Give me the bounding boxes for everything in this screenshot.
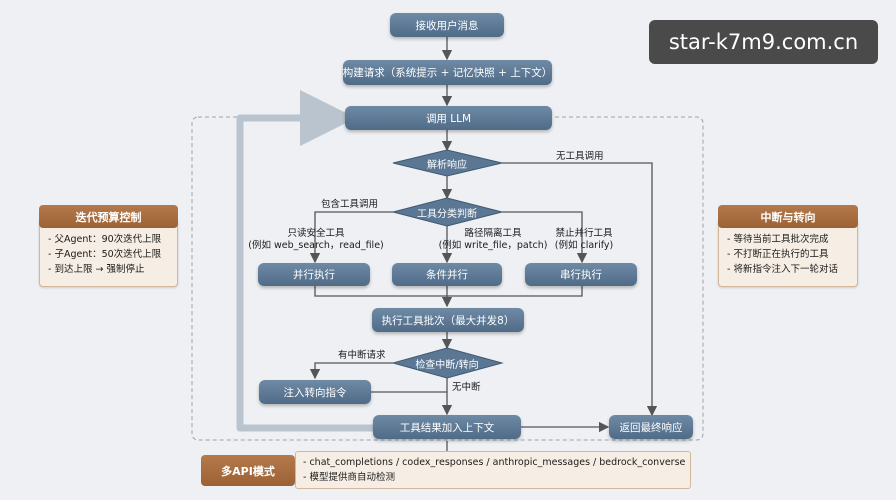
panel-item: - 父Agent：90次迭代上限: [48, 234, 162, 245]
panel-iteration-budget-title: 迭代预算控制: [39, 205, 178, 228]
node-conditional: 条件并行: [392, 263, 502, 286]
arrow-no-tool: [502, 162, 658, 417]
diamond-check: [391, 347, 504, 379]
label-path-tool: 路径隔离工具 (例如 write_file，patch): [438, 228, 548, 251]
panel-interrupt: - 等待当前工具批次完成 - 不打断正在执行的工具 - 将新指令注入下一轮对话: [718, 217, 858, 287]
panel-item: - 等待当前工具批次完成: [727, 234, 829, 245]
node-call-llm: 调用 LLM: [345, 106, 552, 130]
node-final: 返回最终响应: [609, 415, 693, 439]
node-receive-message: 接收用户消息: [390, 13, 504, 37]
diamond-check-label: 检查中断/转向: [415, 359, 479, 371]
label-no-interrupt: 无中断: [452, 382, 481, 393]
arrow-to-parallel: [309, 211, 393, 264]
node-build-request: 构建请求（系统提示 + 记忆快照 + 上下文）: [343, 60, 552, 85]
panel-item: - 不打断正在执行的工具: [727, 249, 829, 260]
panel-iteration-budget: - 父Agent：90次迭代上限 - 子Agent：50次迭代上限 - 到达上限…: [39, 217, 178, 287]
api-item: - chat_completions / codex_responses / a…: [303, 457, 686, 468]
merge-lines: [314, 286, 583, 297]
panel-item: - 将新指令注入下一轮对话: [727, 264, 838, 275]
diamond-classify: [391, 197, 503, 227]
loop-back-arrow: [236, 90, 373, 432]
panel-interrupt-title: 中断与转向: [718, 205, 858, 228]
node-add-results: 工具结果加入上下文: [373, 415, 521, 439]
node-batch: 执行工具批次（最大并发8）: [372, 308, 524, 332]
loop-region: [191, 116, 704, 441]
label-safe-tool: 只读安全工具 (例如 web_search，read_file): [248, 228, 384, 251]
diamond-parse: [392, 149, 503, 177]
panel-item: - 子Agent：50次迭代上限: [48, 249, 162, 260]
arrow-has-interrupt: [309, 362, 393, 380]
api-item: - 模型提供商自动检测: [303, 472, 395, 483]
node-serial: 串行执行: [525, 263, 637, 286]
api-mode-title: 多API模式: [201, 455, 295, 486]
node-inject: 注入转向指令: [259, 380, 371, 404]
label-no-tool: 无工具调用: [556, 151, 604, 162]
node-parallel: 并行执行: [258, 263, 370, 286]
api-mode-panel: - chat_completions / codex_responses / a…: [295, 451, 691, 489]
label-forbid-tool: 禁止并行工具 (例如 clarify): [554, 228, 614, 251]
diamond-parse-label: 解析响应: [427, 159, 467, 171]
label-has-tool: 包含工具调用: [321, 199, 379, 210]
label-has-interrupt: 有中断请求: [338, 350, 386, 361]
arrow-to-serial: [502, 211, 588, 264]
diamond-classify-label: 工具分类判断: [417, 208, 477, 220]
panel-item: - 到达上限 → 强制停止: [48, 264, 145, 275]
watermark: star-k7m9.com.cn: [649, 20, 878, 64]
